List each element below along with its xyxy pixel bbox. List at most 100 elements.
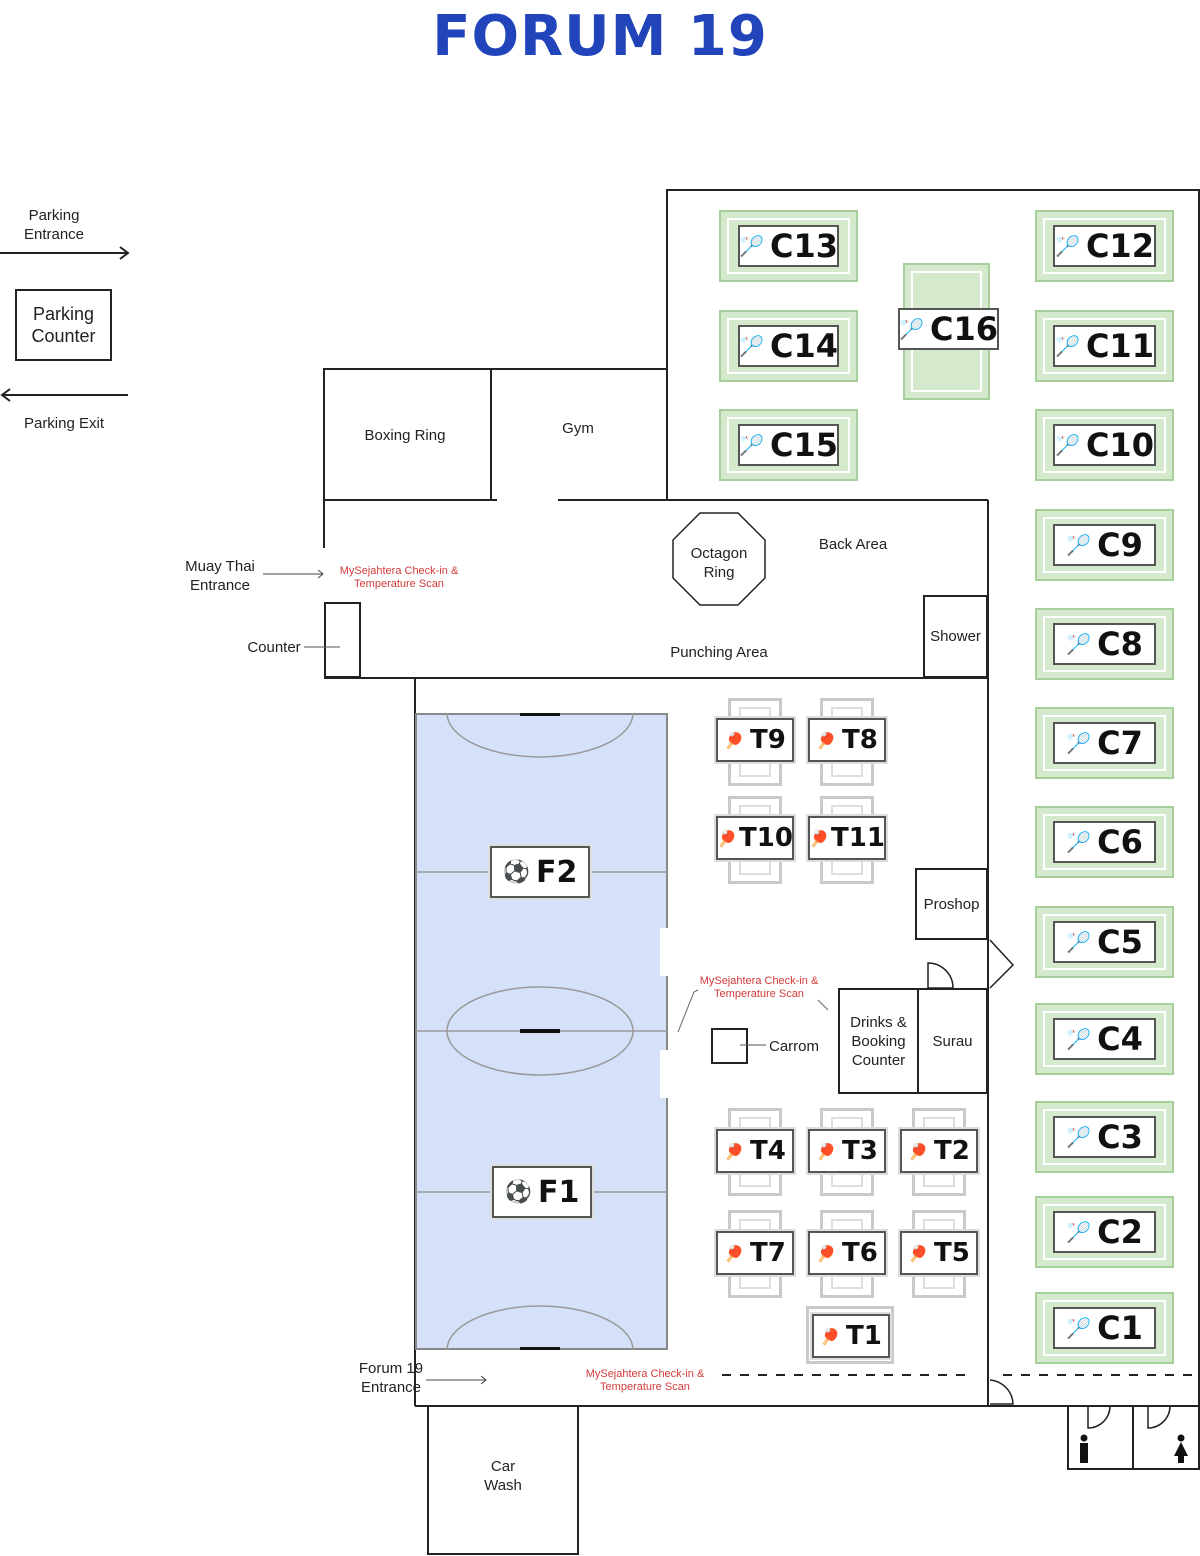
checkin-muay-thai: MySejahtera Check-in & Temperature Scan xyxy=(339,565,459,590)
table-label: T11 xyxy=(831,823,885,853)
badminton-court-c7[interactable]: 🏸C7 xyxy=(1053,722,1156,764)
badminton-court-c2[interactable]: 🏸C2 xyxy=(1053,1211,1156,1253)
checkin-middle: MySejahtera Check-in & Temperature Scan xyxy=(699,975,819,1000)
badminton-icon: 🏸 xyxy=(1066,1125,1092,1149)
pingpong-icon: 🏓 xyxy=(809,828,829,848)
forum-entrance-label: Forum 19 Entrance xyxy=(358,1360,424,1396)
punching-area-label: Punching Area xyxy=(670,644,768,661)
badminton-icon: 🏸 xyxy=(1066,1316,1092,1340)
proshop-room: Proshop xyxy=(915,868,988,940)
muay-thai-entrance-arrow-icon xyxy=(263,569,324,579)
table-tennis-t9[interactable]: 🏓T9 xyxy=(716,718,794,762)
court-label: C1 xyxy=(1097,1309,1143,1347)
badminton-icon: 🏸 xyxy=(1066,930,1092,954)
badminton-icon: 🏸 xyxy=(1066,1220,1092,1244)
forum-entrance-arrow-icon xyxy=(426,1375,487,1385)
pingpong-icon: 🏓 xyxy=(820,1326,841,1346)
badminton-court-c16[interactable]: 🏸C16 xyxy=(898,308,999,350)
table-label: T9 xyxy=(750,725,786,755)
table-label: T1 xyxy=(846,1321,882,1351)
boxing-ring-label: Boxing Ring xyxy=(364,427,446,444)
court-label: C9 xyxy=(1097,526,1143,564)
table-label: T6 xyxy=(842,1238,878,1268)
parking-counter-label: Parking Counter xyxy=(31,304,96,346)
table-label: T8 xyxy=(842,725,878,755)
counter-box xyxy=(324,602,361,678)
pingpong-icon: 🏓 xyxy=(816,730,837,750)
badminton-court-c4[interactable]: 🏸C4 xyxy=(1053,1018,1156,1060)
court-label: C4 xyxy=(1097,1020,1143,1058)
parking-exit-arrow-icon xyxy=(0,388,128,402)
table-label: T5 xyxy=(934,1238,970,1268)
parking-entrance-label: Parking Entrance xyxy=(23,207,85,243)
table-tennis-t5[interactable]: 🏓T5 xyxy=(900,1231,978,1275)
proshop-label: Proshop xyxy=(923,895,980,913)
badminton-court-c14[interactable]: 🏸C14 xyxy=(738,325,839,367)
checkin-entrance: MySejahtera Check-in & Temperature Scan xyxy=(585,1368,705,1393)
futsal-field xyxy=(415,713,668,1350)
table-tennis-t10[interactable]: 🏓T10 xyxy=(716,816,794,860)
table-tennis-t11[interactable]: 🏓T11 xyxy=(808,816,886,860)
gym-label: Gym xyxy=(562,420,594,437)
court-label: C10 xyxy=(1085,426,1154,464)
table-tennis-t2[interactable]: 🏓T2 xyxy=(900,1129,978,1173)
badminton-icon: 🏸 xyxy=(1066,632,1092,656)
badminton-court-c5[interactable]: 🏸C5 xyxy=(1053,921,1156,963)
badminton-court-c3[interactable]: 🏸C3 xyxy=(1053,1116,1156,1158)
table-label: T10 xyxy=(739,823,793,853)
futsal-court-label: F2 xyxy=(536,854,578,890)
table-tennis-t4[interactable]: 🏓T4 xyxy=(716,1129,794,1173)
muay-thai-entrance-label: Muay Thai Entrance xyxy=(185,558,255,594)
checkin-leader-lines xyxy=(677,989,829,1033)
court-label: C2 xyxy=(1097,1213,1143,1251)
parking-counter: Parking Counter xyxy=(15,289,112,361)
car-wash-label: Car Wash xyxy=(484,1458,522,1494)
badminton-icon: 🏸 xyxy=(739,334,764,358)
badminton-court-c15[interactable]: 🏸C15 xyxy=(738,424,839,466)
table-label: T2 xyxy=(934,1136,970,1166)
badminton-court-c12[interactable]: 🏸C12 xyxy=(1053,225,1156,267)
badminton-icon: 🏸 xyxy=(1055,234,1080,258)
pingpong-icon: 🏓 xyxy=(816,1243,837,1263)
badminton-court-c1[interactable]: 🏸C1 xyxy=(1053,1307,1156,1349)
counter-leader-line xyxy=(304,646,340,648)
table-label: T4 xyxy=(750,1136,786,1166)
court-label: C11 xyxy=(1085,327,1154,365)
badminton-court-c10[interactable]: 🏸C10 xyxy=(1053,424,1156,466)
page-title: FORUM 19 xyxy=(432,4,768,69)
badminton-court-c11[interactable]: 🏸C11 xyxy=(1053,325,1156,367)
table-tennis-t1[interactable]: 🏓T1 xyxy=(812,1314,890,1358)
court-label: C13 xyxy=(769,227,838,265)
pingpong-icon: 🏓 xyxy=(724,1141,745,1161)
female-toilet-icon xyxy=(1174,1434,1188,1463)
badminton-court-c8[interactable]: 🏸C8 xyxy=(1053,623,1156,665)
table-tennis-t3[interactable]: 🏓T3 xyxy=(808,1129,886,1173)
court-label: C8 xyxy=(1097,625,1143,663)
badminton-court-c13[interactable]: 🏸C13 xyxy=(738,225,839,267)
badminton-icon: 🏸 xyxy=(1055,334,1080,358)
carrom-table xyxy=(711,1028,748,1064)
futsal-court-f2[interactable]: ⚽ F2 xyxy=(490,846,590,898)
drinks-booking-counter: Drinks & Booking Counter xyxy=(838,988,919,1094)
futsal-markings xyxy=(415,713,668,1350)
table-tennis-t7[interactable]: 🏓T7 xyxy=(716,1231,794,1275)
court-label: C14 xyxy=(769,327,838,365)
table-tennis-t8[interactable]: 🏓T8 xyxy=(808,718,886,762)
shower-label: Shower xyxy=(930,628,981,645)
futsal-court-f1[interactable]: ⚽ F1 xyxy=(492,1166,592,1218)
football-icon: ⚽ xyxy=(504,1179,533,1205)
pingpong-icon: 🏓 xyxy=(717,828,737,848)
badminton-icon: 🏸 xyxy=(739,234,764,258)
pingpong-icon: 🏓 xyxy=(724,730,745,750)
badminton-icon: 🏸 xyxy=(1055,433,1080,457)
futsal-court-label: F1 xyxy=(538,1174,580,1210)
badminton-icon: 🏸 xyxy=(899,317,924,341)
octagon-ring xyxy=(672,512,766,606)
badminton-court-c6[interactable]: 🏸C6 xyxy=(1053,821,1156,863)
football-icon: ⚽ xyxy=(502,859,531,885)
table-tennis-t6[interactable]: 🏓T6 xyxy=(808,1231,886,1275)
carrom-label: Carrom xyxy=(768,1038,819,1055)
badminton-court-c9[interactable]: 🏸C9 xyxy=(1053,524,1156,566)
pingpong-icon: 🏓 xyxy=(908,1243,929,1263)
male-toilet-icon xyxy=(1080,1434,1088,1463)
